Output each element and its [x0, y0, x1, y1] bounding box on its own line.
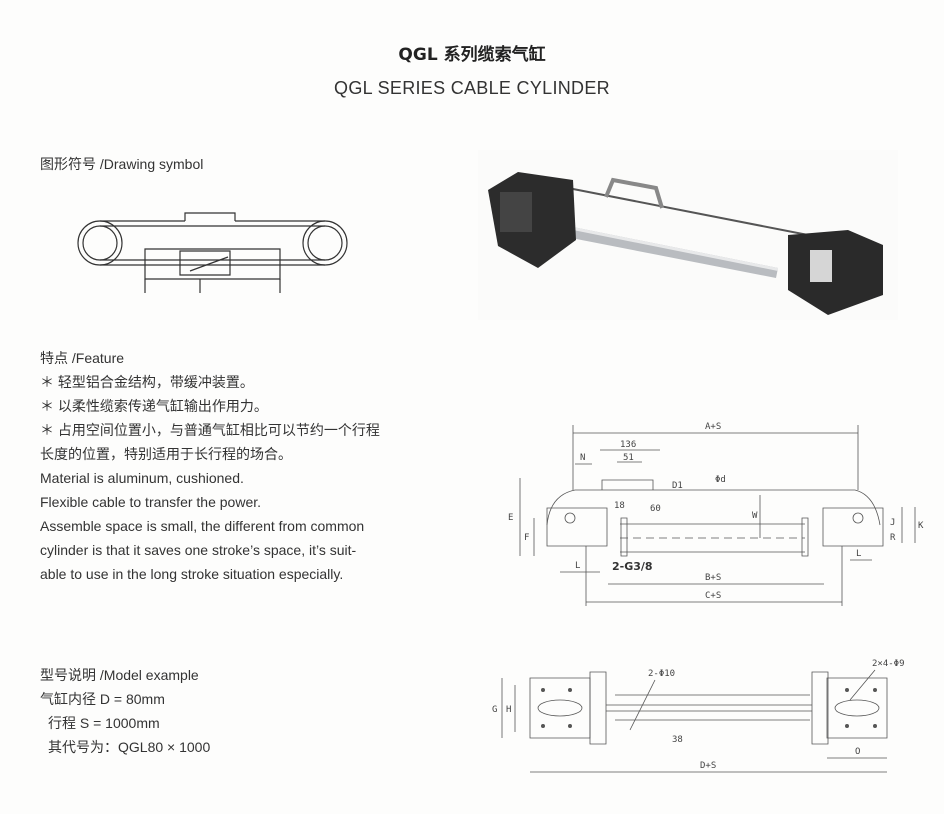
feature-line: Material is aluminum, cushioned.: [40, 470, 244, 486]
dim-hole-9: 2×4-Φ9: [872, 659, 905, 669]
dim-o: O: [855, 747, 860, 757]
model-line: 行程 S = 1000mm: [48, 715, 160, 731]
dim-g: G: [492, 705, 497, 715]
feature-line: Assemble space is small, the different f…: [40, 518, 365, 534]
drawing-symbol-heading: 图形符号 /Drawing symbol: [40, 156, 204, 172]
dim-h: H: [506, 705, 511, 715]
dim-hole-10: 2-Φ10: [648, 669, 675, 679]
dim-f: F: [524, 533, 529, 543]
title-cn: QGL 系列缆索气缸: [398, 45, 546, 65]
port-label: 2-G3/8: [612, 560, 653, 573]
dim-l-left: L: [575, 561, 580, 571]
feature-line: Flexible cable to transfer the power.: [40, 494, 262, 510]
dim-w: W: [752, 511, 758, 521]
front-view-drawing: A+S 136 N 51 60 D1 Φd W 18 E F 2-G3/8 L …: [508, 422, 924, 620]
product-photo: [478, 150, 898, 320]
dim-38: 38: [672, 735, 683, 745]
dim-18: 18: [614, 501, 625, 511]
feature-line: ＊ 轻型铝合金结构，带缓冲装置。: [40, 374, 254, 390]
feature-line: ＊ 以柔性缆索传递气缸输出作用力。: [40, 398, 268, 414]
title-en: QGL SERIES CABLE CYLINDER: [334, 78, 610, 98]
feature-line: able to use in the long stroke situation…: [40, 566, 344, 582]
dim-n: N: [580, 453, 585, 463]
dim-d1: D1: [672, 481, 683, 491]
dim-phi: Φd: [715, 475, 726, 485]
dim-51: 51: [623, 453, 634, 463]
dim-l-right: L: [856, 549, 861, 559]
dim-e: E: [508, 513, 513, 523]
drawing-symbol: [60, 205, 360, 300]
dim-60: 60: [650, 504, 661, 514]
dim-b: B+S: [705, 573, 721, 583]
feature-line: cylinder is that it saves one stroke’s s…: [40, 542, 357, 558]
feature-heading: 特点 /Feature: [40, 350, 125, 366]
model-line: 气缸内径 D = 80mm: [40, 691, 165, 707]
dim-c: C+S: [705, 591, 721, 601]
feature-section: 特点 /Feature ＊ 轻型铝合金结构，带缓冲装置。 ＊ 以柔性缆索传递气缸…: [40, 346, 490, 586]
model-section: 型号说明 /Model example 气缸内径 D = 80mm 行程 S =…: [40, 663, 210, 759]
feature-line: 长度的位置，特别适用于长行程的场合。: [40, 446, 292, 462]
dim-a: A+S: [705, 422, 721, 432]
model-line: 其代号为：QGL80 × 1000: [48, 739, 211, 755]
dim-136: 136: [620, 440, 636, 450]
dim-k: K: [918, 521, 924, 531]
dim-j: J: [890, 518, 895, 528]
top-view-drawing: 2-Φ10 2×4-Φ9 G H 38 O D+S: [492, 659, 905, 780]
feature-line: ＊ 占用空间位置小，与普通气缸相比可以节约一个行程: [40, 422, 380, 438]
dim-d: D+S: [700, 761, 716, 771]
model-heading: 型号说明 /Model example: [40, 667, 199, 683]
dim-r: R: [890, 533, 896, 543]
